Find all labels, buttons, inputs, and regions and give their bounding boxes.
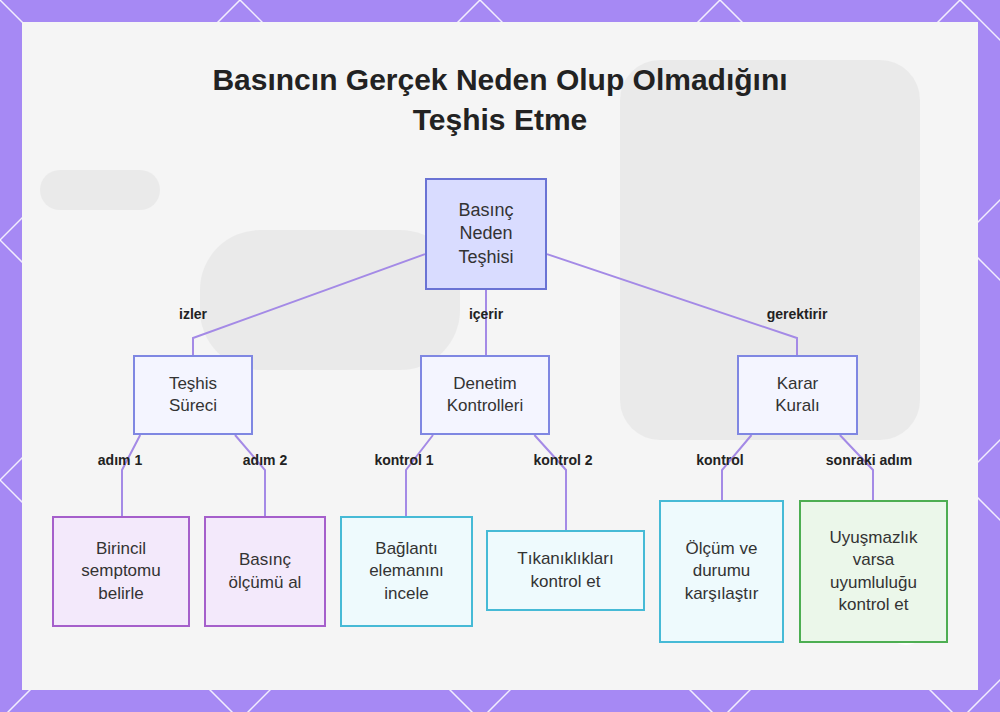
- connector: [122, 435, 140, 516]
- node-text: Birincil semptomu belirle: [71, 538, 171, 604]
- process-box: Teşhis Süreci: [133, 355, 253, 435]
- node-text: Basınç ölçümü al: [218, 549, 313, 593]
- edge-label: adım 2: [243, 452, 287, 468]
- connector: [547, 254, 797, 355]
- connector: [193, 254, 425, 355]
- node-text: Uyuşmazlık varsa uyumluluğu kontrol et: [824, 527, 924, 615]
- process-box: Ölçüm ve durumu karşılaştır: [659, 500, 784, 643]
- connector: [235, 435, 265, 516]
- node-text: Ölçüm ve durumu karşılaştır: [674, 538, 769, 604]
- node-text: Basınç Neden Teşhisi: [445, 199, 527, 269]
- connector: [534, 435, 566, 530]
- process-box: Birincil semptomu belirle: [52, 516, 190, 627]
- process-box: Tıkanıklıkları kontrol et: [486, 530, 645, 611]
- edge-label: içerir: [469, 306, 503, 322]
- panel: [22, 22, 978, 690]
- root-box: Basınç Neden Teşhisi: [425, 178, 547, 290]
- process-box: Uyuşmazlık varsa uyumluluğu kontrol et: [799, 500, 948, 643]
- process-box: Denetim Kontrolleri: [420, 355, 550, 435]
- process-box: Basınç ölçümü al: [204, 516, 326, 627]
- node-text: Karar Kuralı: [763, 373, 833, 417]
- node-text: Teşhis Süreci: [153, 373, 233, 417]
- node-text: Tıkanıklıkları kontrol et: [503, 548, 628, 592]
- edge-label: sonraki adım: [826, 452, 912, 468]
- node-text: Bağlantı elemanını incele: [362, 538, 452, 604]
- edge-label: gerektirir: [767, 306, 828, 322]
- edge-label: kontrol 2: [533, 452, 592, 468]
- edge-label: adım 1: [98, 452, 142, 468]
- edge-label: kontrol: [696, 452, 743, 468]
- diagram-title: Basıncın Gerçek Neden Olup Olmadığını Te…: [200, 60, 800, 140]
- process-box: Karar Kuralı: [737, 355, 858, 435]
- edge-label: izler: [179, 306, 207, 322]
- edge-label: kontrol 1: [374, 452, 433, 468]
- node-text: Denetim Kontrolleri: [435, 373, 535, 417]
- blurred-photo: [40, 60, 920, 440]
- connector: [406, 435, 433, 516]
- process-box: Bağlantı elemanını incele: [340, 516, 473, 627]
- connector: [485, 290, 487, 355]
